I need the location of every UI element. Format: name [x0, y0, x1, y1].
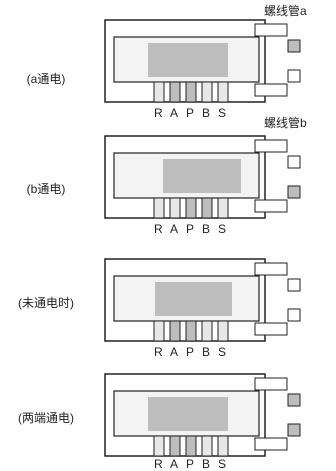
solenoid-coil-bottom — [254, 199, 288, 213]
solenoid-coil-bottom — [254, 437, 288, 451]
solenoid-coil-bottom — [254, 322, 288, 336]
flow-passage — [148, 397, 228, 431]
port-label: B — [202, 345, 210, 359]
port-label: R — [154, 345, 163, 359]
solenoid-a-label: 螺线管a — [264, 4, 307, 18]
flow-passage — [163, 159, 241, 193]
port-label: S — [218, 345, 226, 359]
state-label-de-energized: (未通电时) — [18, 296, 74, 310]
valve-state-1: R A P B S — [104, 19, 301, 120]
port-label: P — [186, 457, 194, 471]
state-label-both-energized: (两端通电) — [18, 411, 74, 425]
port-label: P — [186, 106, 194, 120]
valve-body — [104, 258, 266, 342]
solenoid-coil-top — [254, 139, 288, 153]
state-label-b-energized: (b通电) — [26, 182, 66, 196]
valve-state-2: R A P B S — [104, 135, 301, 236]
solenoid-b-label: 螺线管b — [264, 116, 307, 130]
solenoid-coil-top — [254, 262, 288, 276]
solenoid-coil-top — [254, 377, 288, 391]
port-label: A — [170, 345, 178, 359]
port-label: B — [202, 457, 210, 471]
valve-body — [104, 19, 266, 103]
port-label: P — [186, 222, 194, 236]
valve-body — [104, 135, 266, 219]
flow-passage — [148, 43, 228, 77]
port-label: B — [202, 222, 210, 236]
port-label: P — [186, 345, 194, 359]
port-label: R — [154, 222, 163, 236]
port-label: A — [170, 222, 178, 236]
port-label: A — [170, 106, 178, 120]
solenoid-coil-bottom — [254, 83, 288, 97]
valve-state-4: R A P B S — [104, 373, 301, 471]
flow-passage — [155, 282, 232, 316]
port-label: R — [154, 457, 163, 471]
port-label: S — [218, 457, 226, 471]
port-label: S — [218, 106, 226, 120]
port-label: R — [154, 106, 163, 120]
port-label: B — [202, 106, 210, 120]
port-label: A — [170, 457, 178, 471]
valve-body — [104, 373, 266, 457]
state-label-a-energized: (a通电) — [26, 72, 66, 86]
port-label: S — [218, 222, 226, 236]
solenoid-coil-top — [254, 23, 288, 37]
valve-state-3: R A P B S — [104, 258, 301, 359]
